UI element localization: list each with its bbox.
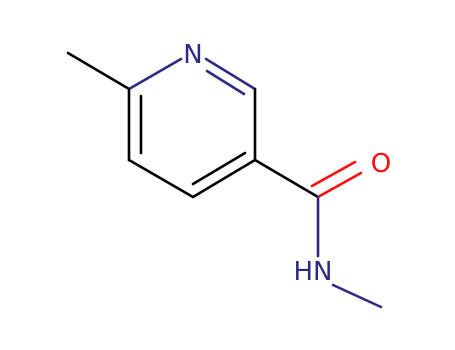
bond-c6-n1: [127, 57, 183, 91]
bond-c3-c4: [191, 158, 257, 199]
bond-carbonyl-o-double: [310, 160, 357, 188]
bond-methyl-c6: [66, 51, 131, 91]
bond-nh-methyl: [331, 283, 383, 309]
bond-c4-c5: [127, 158, 195, 199]
amide-nitrogen-label: HN: [294, 257, 333, 287]
bond-c3-c4-inner: [191, 151, 247, 186]
ring-nitrogen-label: N: [183, 40, 202, 70]
bond-n1-c2-inner: [205, 69, 246, 96]
bond-n1-c2: [204, 57, 257, 91]
carbonyl-oxygen-label: O: [371, 149, 391, 179]
bond-c3-carbonyl: [253, 158, 320, 199]
bond-carbonyl-o: [316, 171, 363, 199]
